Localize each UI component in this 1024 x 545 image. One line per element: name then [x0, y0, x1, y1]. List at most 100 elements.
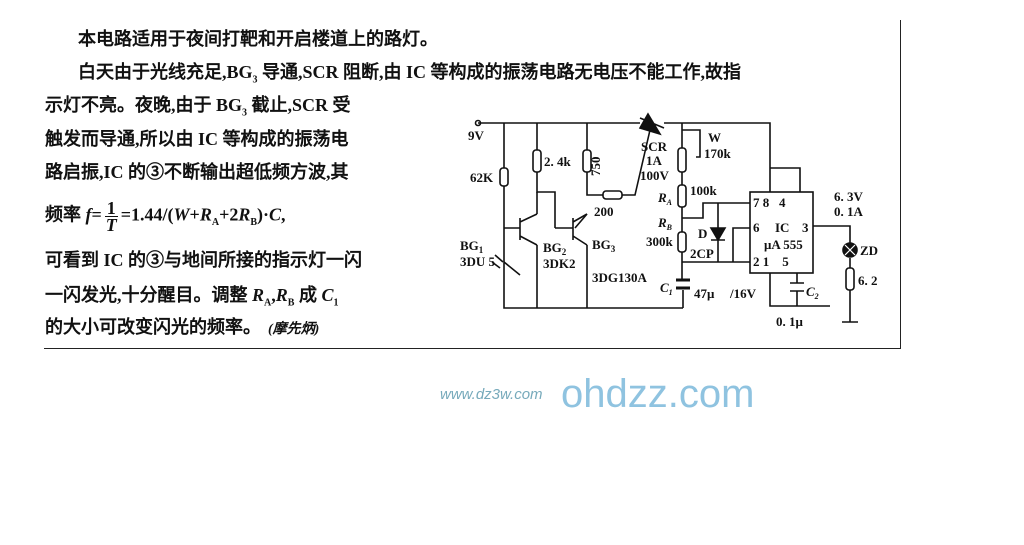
watermark-overlay: ohdzz.com: [561, 372, 755, 416]
text-segment: 导通,SCR 阻断,由 IC 等构成的振荡电路无电压不能工作,故指: [257, 62, 742, 82]
article-line: 可看到 IC 的③与地间所接的指示灯一闪: [45, 246, 362, 272]
bg3-type: 3DG130A: [592, 270, 648, 285]
transistors: [491, 213, 588, 276]
math-variable: W: [173, 204, 190, 225]
potentiometer-w: [677, 147, 687, 173]
c2-value: 0. 1μ: [776, 314, 804, 329]
text-segment: ,: [271, 285, 276, 305]
text-segment: 一闪发光,十分醒目。调整: [45, 285, 252, 305]
math-variable: R: [252, 285, 265, 305]
article-line: 本电路适用于夜间打靶和开启楼道上的路灯。: [78, 25, 438, 51]
text-segment: 白天由于光线充足,BG: [78, 62, 253, 82]
scr-thyristor: [638, 112, 665, 136]
math-variable: R: [275, 285, 288, 305]
math-variable: R: [238, 204, 251, 225]
circuit-labels: 9V 62K 2. 4k 750 200 BG1 3DU 5 BG2 3DK2 …: [460, 128, 878, 329]
d-type: 2CP: [690, 246, 714, 261]
lamp-voltage: 6. 3V: [834, 189, 864, 204]
subscript: A: [211, 217, 220, 229]
ic-pins-top: 7 8 4: [753, 195, 786, 210]
math-variable: f: [85, 204, 92, 225]
c1-value: 47μ: [694, 286, 715, 301]
r-6-2-label: 6. 2: [858, 273, 878, 288]
math-variable: C: [321, 285, 334, 305]
bg1-label: BG1: [460, 238, 484, 255]
ic-pin6: 6: [753, 220, 760, 235]
article-line: 一闪发光,十分醒目。调整 RA,RB 成 C1: [45, 281, 338, 309]
ic-model: μA 555: [764, 237, 803, 252]
text-segment: 路启振,IC 的③不断输出超低频方波,其: [45, 162, 349, 182]
subscript: 3: [242, 107, 248, 119]
bg3-label: BG3: [592, 237, 616, 254]
fraction-numerator: 1: [104, 198, 118, 218]
lamp-label: ZD: [860, 243, 878, 258]
text-segment: 示灯不亮。夜晚,由于 BG: [45, 95, 243, 115]
capacitors: [676, 278, 804, 292]
article-line: 示灯不亮。夜晚,由于 BG3 截止,SCR 受: [45, 91, 351, 119]
subscript: B: [287, 297, 295, 309]
supply-label: 9V: [468, 128, 485, 143]
ra-label: RA: [657, 190, 673, 207]
text-segment: +2: [219, 204, 239, 225]
ic-label: IC: [775, 220, 789, 235]
article-line: 路启振,IC 的③不断输出超低频方波,其: [45, 158, 349, 184]
scr-voltage: 100V: [640, 168, 670, 183]
fraction-denominator: T: [105, 215, 117, 235]
bg2-label: BG2: [543, 240, 567, 257]
watermark: www.dz3w.com ohdzz.com: [440, 372, 754, 417]
scr-current: 1A: [646, 153, 663, 168]
r-200-label: 200: [594, 204, 614, 219]
text-segment: 本电路适用于夜间打靶和开启楼道上的路灯。: [78, 29, 438, 49]
subscript: A: [264, 297, 272, 309]
w-label: W: [708, 130, 721, 145]
rb-label: RB: [657, 215, 673, 232]
text-segment: 成: [294, 285, 322, 305]
lamp-current: 0. 1A: [834, 204, 864, 219]
text-segment: =1.44/(: [120, 204, 174, 225]
ic-pin3: 3: [802, 220, 809, 235]
page-border: [44, 20, 901, 349]
c1-voltage: /16V: [729, 286, 757, 301]
text-segment: ,: [281, 204, 286, 225]
article-line: 白天由于光线充足,BG3 导通,SCR 阻断,由 IC 等构成的振荡电路无电压不…: [78, 58, 741, 86]
text-segment: 频率: [45, 204, 86, 225]
ra-value: 100k: [690, 183, 718, 198]
bg2-type: 3DK2: [543, 256, 576, 271]
wires: [474, 119, 858, 323]
math-variable: C: [269, 204, 282, 225]
scr-label: SCR: [641, 139, 668, 154]
d-label: D: [698, 226, 707, 241]
c1-label: C1: [660, 280, 673, 297]
text-segment: )·: [257, 204, 270, 225]
text-segment: 可看到 IC 的③与地间所接的指示灯一闪: [45, 250, 363, 270]
author-credit: (摩先炳): [261, 322, 320, 337]
r-2-4k-label: 2. 4k: [544, 154, 572, 169]
watermark-main: www.dz3w.com: [440, 386, 543, 403]
subscript: 1: [333, 297, 339, 309]
text-segment: 触发而导通,所以由 IC 等构成的振荡电: [45, 129, 349, 149]
diode-d: [709, 227, 727, 242]
ic-pins-bottom: 2 1 5: [753, 254, 789, 269]
w-value: 170k: [704, 146, 732, 161]
text-segment: =: [91, 204, 102, 225]
article-line: 触发而导通,所以由 IC 等构成的振荡电: [45, 125, 349, 151]
r-750-label: 750: [588, 157, 603, 177]
bg1-type: 3DU 5: [460, 254, 496, 269]
r-62k-label: 62K: [470, 170, 494, 185]
ic-555-box: [749, 191, 814, 274]
resistors: [499, 147, 855, 291]
text-segment: 截止,SCR 受: [247, 95, 351, 115]
c2-label: C2: [806, 284, 819, 301]
text-segment: +: [189, 204, 200, 225]
article-line: 的大小可改变闪光的频率。 (摩先炳): [45, 313, 319, 339]
subscript: 3: [252, 74, 258, 86]
subscript: B: [250, 217, 258, 229]
lamp-zd: [842, 242, 858, 258]
text-segment: 的大小可改变闪光的频率。: [45, 317, 261, 337]
math-variable: R: [199, 204, 212, 225]
rb-value: 300k: [646, 234, 674, 249]
